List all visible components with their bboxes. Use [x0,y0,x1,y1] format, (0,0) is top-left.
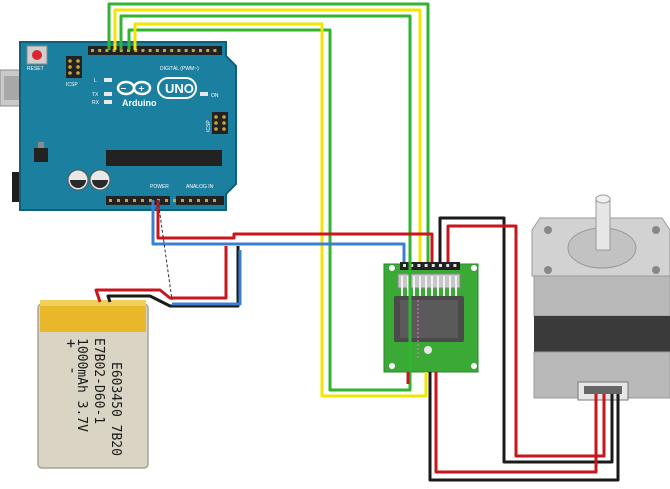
model-label: UNO [165,81,194,96]
header-pin [410,264,414,267]
wire-battery-red [94,246,228,303]
header-pin [181,199,184,202]
header-pin [213,49,217,52]
led-on-label: ON [211,93,219,99]
header-pin [199,49,202,52]
wire-motor-black-1 [438,216,614,464]
led-l [104,78,112,82]
led-rx [104,100,112,104]
battery-minus: - [64,366,82,375]
header-pin [149,199,152,202]
header-pin [170,49,174,52]
header-pin [424,264,428,267]
header-pin [403,264,406,267]
header-pin [119,49,123,52]
arduino-uno-board: RESET ICSP DIGITAL (PWM~) L TX RX − + Ar… [0,41,237,211]
wire-green-outer [107,2,430,262]
icsp2-header [66,56,82,78]
header-pin [191,49,195,52]
wires [94,2,620,482]
header-pin [431,264,435,267]
header-pin [163,49,166,52]
header-pin [417,264,421,267]
power-label: POWER [150,184,169,190]
wire-blue-arduino [151,200,406,262]
header-pin [206,49,210,52]
model-badge [157,77,197,99]
motor-middle-band [534,316,670,352]
battery-line-3: 1000mAh 3.7V [74,338,89,432]
wire-dashed-link [157,199,173,301]
led-on [200,92,208,96]
digital-label: DIGITAL (PWM~) [160,66,199,72]
stepper-motor [531,194,670,401]
header-pin [91,49,94,52]
header-pin [105,49,109,52]
header-pin [125,199,128,202]
battery-line-1: E603450 7B20 [108,362,123,456]
wire-motor-red-1 [446,224,606,458]
icsp-header [212,112,228,134]
wire-battery-black [106,246,240,308]
regulator-chip [34,148,48,162]
header-pin [141,49,145,52]
led-rx-label: RX [92,100,100,106]
power-header [106,196,170,205]
header-pin [439,264,442,267]
brand-label: Arduino [122,98,157,108]
wire-red-arduino [156,200,434,262]
header-pin [184,49,188,52]
led-tx-label: TX [92,92,99,98]
header-pin [165,199,168,202]
header-pin [133,199,136,202]
header-pin [213,199,216,202]
led-tx [104,92,112,96]
header-pin [197,199,200,202]
header-pin [205,199,208,202]
icsp-label: ICSP [206,120,212,132]
header-pin [98,49,102,52]
wire-battery-blue [172,250,242,306]
header-pin [189,199,192,202]
svg-text:−: − [120,84,127,93]
battery-plus: + [62,339,80,348]
header-pin [173,199,176,202]
arduino-logo: − + [116,80,152,96]
wire-motor-black-2 [428,372,620,482]
wire-yellow-outer [113,8,422,262]
header-pin [117,199,120,202]
battery-line-2: E7B02-D60-1 [91,338,106,424]
header-pin [109,199,112,202]
header-pin [446,264,450,267]
wire-green-inner [119,14,412,392]
header-pin [155,49,159,52]
wire-motor-red-2 [434,372,598,474]
reset-label: RESET [27,66,44,72]
led-l-label: L [94,78,97,84]
header-pin [453,264,457,267]
header-pin [134,49,138,52]
atmega-chip [106,150,222,166]
header-pin [148,49,152,52]
wire-yellow-inner [133,22,428,398]
svg-text:+: + [138,84,145,93]
header-pin [112,49,116,52]
board-pcb [19,41,237,211]
header-pin [177,49,181,52]
lipo-battery: E603450 7B20 E7B02-D60-1 1000mAh 3.7V - … [37,300,149,469]
motor-upper-body [533,275,670,317]
header-pin [141,199,144,202]
icsp2-label: ICSP [66,82,78,88]
motor-shaft [595,197,611,251]
stepper-driver-module [383,262,479,373]
header-pin [127,49,130,52]
analog-label: ANALOG IN [186,184,214,190]
digital-header [88,46,222,55]
battery-cap [40,304,146,332]
